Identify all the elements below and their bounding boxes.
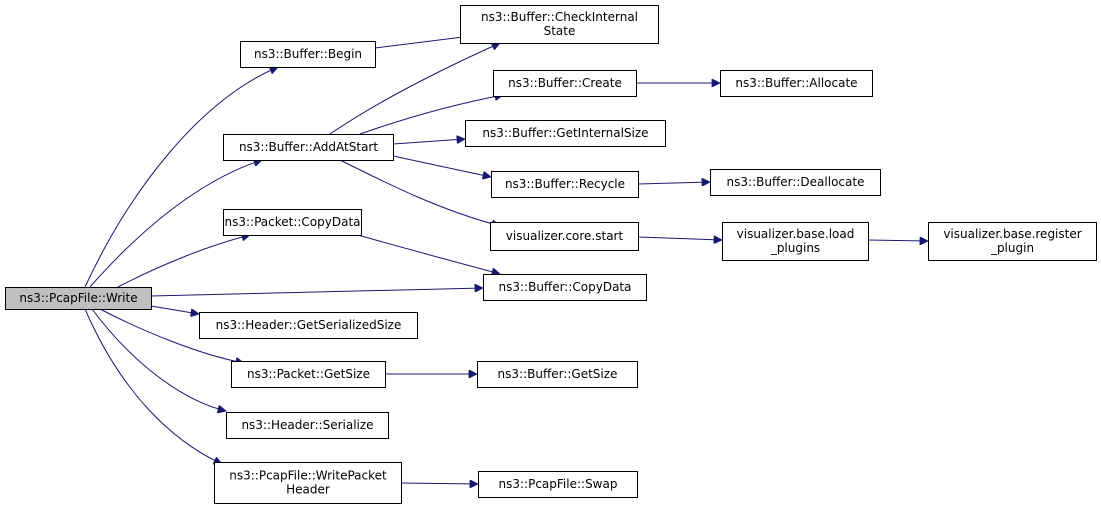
node-box	[231, 361, 386, 388]
edge-write-to-begin	[84, 67, 278, 288]
node-label: ns3::Buffer::Deallocate	[727, 175, 865, 189]
node-hdrserialize[interactable]: ns3::Header::Serialize	[226, 412, 389, 439]
edge-vbaseload-to-vbasereg	[867, 240, 928, 241]
node-write[interactable]: ns3::PcapFile::Write	[5, 287, 152, 310]
edge-write-to-hdrserialize	[91, 308, 226, 411]
node-hdrgetsize[interactable]: ns3::Header::GetSerializedSize	[199, 312, 418, 339]
node-box	[493, 70, 637, 97]
node-label: ns3::Buffer::AddAtStart	[239, 140, 378, 154]
node-label: visualizer.base.register	[943, 227, 1081, 241]
edge-pktcopydata-to-bufcopydata	[357, 234, 500, 274]
node-label: ns3::Header::GetSerializedSize	[216, 318, 402, 332]
edge-addatstart-to-create	[359, 95, 503, 135]
node-box	[223, 209, 362, 236]
node-addatstart[interactable]: ns3::Buffer::AddAtStart	[223, 134, 394, 161]
node-label: ns3::Buffer::CheckInternal	[481, 10, 638, 24]
node-getintsize[interactable]: ns3::Buffer::GetInternalSize	[465, 120, 666, 147]
node-box	[240, 41, 376, 68]
node-label: Header	[286, 483, 330, 497]
edge-addatstart-to-vcorestart	[339, 159, 500, 226]
edge-writepkthdr-to-swap	[400, 483, 478, 484]
node-label: ns3::Packet::GetSize	[247, 367, 370, 381]
edge-vcorestart-to-vbaseload	[637, 237, 722, 240]
node-box	[491, 171, 639, 198]
edge-write-to-addatstart	[89, 160, 262, 288]
node-box	[710, 169, 881, 196]
node-label: ns3::Buffer::Begin	[254, 47, 362, 61]
node-bufcopydata[interactable]: ns3::Buffer::CopyData	[483, 274, 647, 301]
edge-write-to-pktcopydata	[117, 235, 250, 288]
node-box	[214, 462, 402, 504]
node-recycle[interactable]: ns3::Buffer::Recycle	[491, 171, 639, 198]
node-begin[interactable]: ns3::Buffer::Begin	[240, 41, 376, 68]
node-box	[720, 70, 873, 97]
edge-addatstart-to-getintsize	[392, 139, 465, 145]
node-box	[483, 274, 647, 301]
node-label: _plugin	[990, 241, 1034, 255]
node-label: ns3::PcapFile::WritePacket	[229, 469, 387, 483]
node-label: ns3::Buffer::Allocate	[735, 76, 857, 90]
node-label: ns3::PcapFile::Swap	[499, 477, 618, 491]
node-box	[5, 287, 152, 310]
node-swap[interactable]: ns3::PcapFile::Swap	[478, 471, 638, 498]
node-deallocate[interactable]: ns3::Buffer::Deallocate	[710, 169, 881, 196]
node-box	[223, 134, 394, 161]
node-pktcopydata[interactable]: ns3::Packet::CopyData	[223, 209, 362, 236]
node-create[interactable]: ns3::Buffer::Create	[493, 70, 637, 97]
edge-recycle-to-deallocate	[637, 182, 710, 184]
node-label: visualizer.core.start	[506, 229, 624, 243]
edge-write-to-hdrgetsize	[150, 305, 199, 314]
edge-write-to-writepkthdr	[84, 308, 222, 464]
node-label: ns3::Buffer::GetSize	[498, 367, 618, 381]
node-box	[460, 5, 659, 44]
edges-layer	[84, 36, 928, 484]
node-label: ns3::Header::Serialize	[241, 418, 373, 432]
node-box	[490, 222, 639, 251]
edge-begin-to-checkint	[374, 36, 471, 49]
nodes-layer: ns3::PcapFile::Writens3::Buffer::Beginns…	[5, 5, 1097, 504]
node-box	[478, 471, 638, 498]
node-label: ns3::PcapFile::Write	[19, 291, 137, 305]
node-vcorestart[interactable]: visualizer.core.start	[490, 222, 639, 251]
node-label: ns3::Buffer::GetInternalSize	[482, 126, 648, 140]
node-box	[226, 412, 389, 439]
node-label: ns3::Buffer::Create	[508, 76, 622, 90]
node-box	[465, 120, 666, 147]
node-vbasereg[interactable]: visualizer.base.register_plugin	[928, 222, 1097, 261]
node-label: State	[544, 24, 576, 38]
node-box	[722, 222, 869, 261]
node-label: ns3::Buffer::Recycle	[505, 177, 625, 191]
node-box	[199, 312, 418, 339]
edge-addatstart-to-checkint	[329, 43, 500, 135]
edge-write-to-pktgetsize	[99, 308, 244, 363]
node-label: visualizer.base.load	[737, 227, 855, 241]
node-label: ns3::Buffer::CopyData	[499, 280, 632, 294]
node-vbaseload[interactable]: visualizer.base.load_plugins	[722, 222, 869, 261]
edge-addatstart-to-recycle	[392, 155, 491, 177]
edge-write-to-bufcopydata	[150, 288, 483, 297]
node-box	[928, 222, 1097, 261]
node-box	[477, 361, 638, 388]
node-allocate[interactable]: ns3::Buffer::Allocate	[720, 70, 873, 97]
node-bufgetsize[interactable]: ns3::Buffer::GetSize	[477, 361, 638, 388]
node-label: ns3::Packet::CopyData	[224, 215, 360, 229]
node-label: _plugins	[770, 241, 820, 255]
node-pktgetsize[interactable]: ns3::Packet::GetSize	[231, 361, 386, 388]
